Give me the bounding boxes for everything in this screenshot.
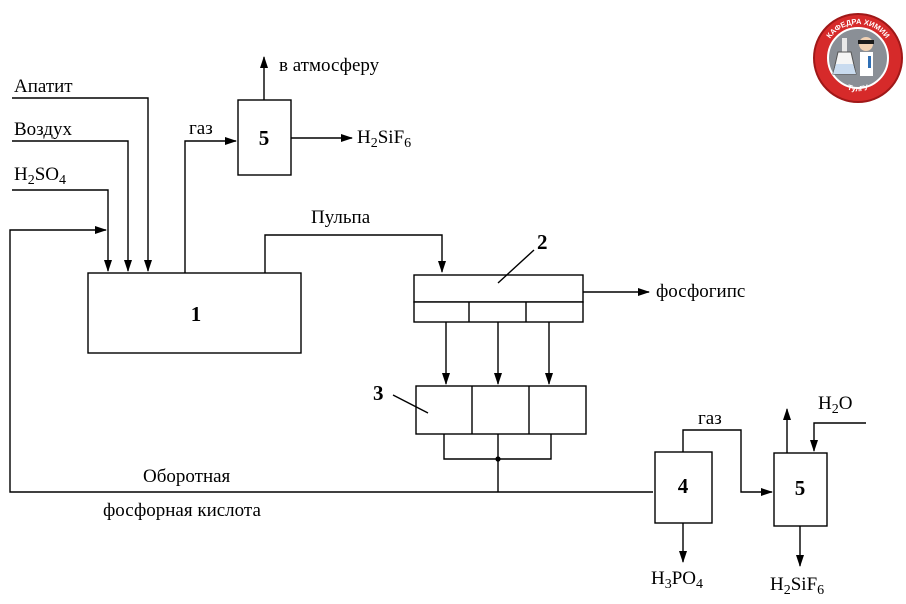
recycle-acid-line [9,226,653,493]
air-label: Воздух [14,119,73,140]
scientist-icon [858,37,874,76]
absorber-unit-5-bottom-label: 5 [795,476,806,500]
evaporator-unit-4 [654,451,713,524]
h3po4-label: H3PO4 [651,568,703,592]
gas-line-bottom [682,429,773,496]
absorber-unit-5-bottom [773,452,828,527]
apatite-label: Апатит [14,76,73,97]
air-feed-line [12,140,132,272]
gas-line-top [184,137,237,273]
h2sif6-bottom-label: H2SiF6 [770,574,824,598]
apatite-feed-line [12,97,152,272]
h2sif6-top-label: H2SiF6 [357,127,411,151]
filter-callout-line [497,249,535,284]
logo-ring-bottom-text: ТулГУ [847,82,870,93]
reactor-unit-1-label: 1 [191,302,202,326]
recycle-label-line2: фосфорная кислота [103,500,261,521]
atmosphere-label: в атмосферу [279,55,380,76]
gas-bottom-label: газ [698,408,722,429]
pulp-label: Пульпа [311,207,371,228]
sulfuric-acid-label: H2SO4 [14,164,66,188]
recycle-label-line1: Оборотная [143,466,231,487]
collector-callout-line [392,394,429,414]
filtrate-lines [442,322,553,385]
reactor-unit-1 [87,272,302,354]
h2o-label: H2O [818,393,852,417]
absorber-unit-5-top [237,99,292,176]
collector-unit-3-label: 3 [373,381,384,405]
collector-outlet-lines [443,434,552,492]
phosphogypsum-label: фосфогипс [656,281,745,302]
filter-unit-2-label: 2 [537,230,548,254]
collector-unit-3 [415,385,587,435]
gas-top-label: газ [189,118,213,139]
water-feed-line [810,422,866,452]
flask-icon [832,38,857,75]
pulp-line [264,234,446,273]
feed-lines [9,97,653,493]
acid-feed-line [12,189,112,272]
department-logo: КАФЕДРА ХИМИИ ТулГУ [813,13,903,103]
evaporator-unit-4-label: 4 [678,474,689,498]
absorber-unit-5-top-label: 5 [259,126,270,150]
